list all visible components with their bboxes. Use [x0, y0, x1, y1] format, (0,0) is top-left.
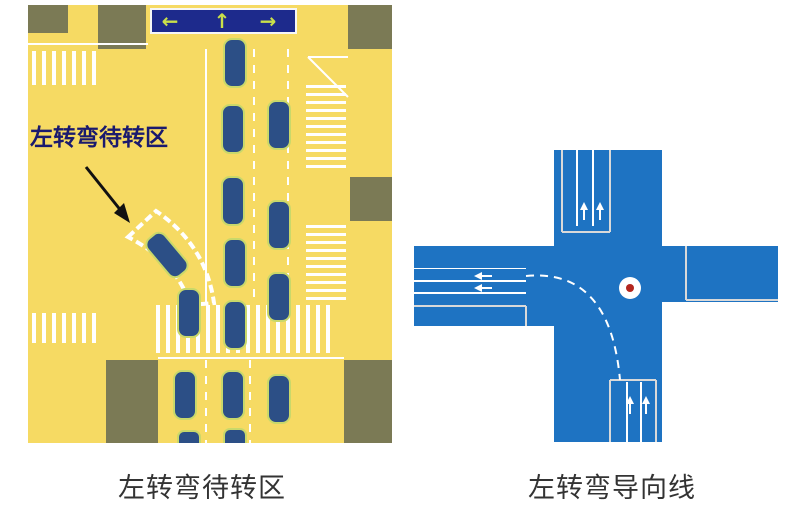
sign-arrow-right: →	[260, 9, 277, 33]
sign-arrow-straight: ↑	[214, 9, 231, 33]
car	[267, 272, 291, 322]
crosswalk-top-left	[28, 43, 148, 85]
lane-markings	[414, 150, 642, 442]
crosswalk-right-top	[306, 85, 346, 168]
sign-arrow-left: ←	[162, 9, 179, 33]
caption-left-turn-waiting-zone: 左转弯待转区	[118, 473, 286, 504]
road-edges	[414, 150, 778, 442]
corner-block-top-left	[28, 5, 68, 33]
left-turn-waiting-zone-diagram: ← ↑ →	[28, 5, 392, 443]
direction-sign: ← ↑ →	[150, 8, 297, 34]
curb-line-top-right	[307, 56, 349, 98]
car	[267, 100, 291, 150]
corner-block-top-mid	[98, 5, 146, 49]
left-turn-guide-line-diagram	[414, 150, 778, 442]
lane-arrows	[474, 202, 650, 414]
car	[223, 428, 247, 443]
car	[173, 370, 197, 420]
center-island-dot	[626, 284, 634, 292]
corner-block-right-mid	[350, 177, 392, 221]
car	[223, 238, 247, 288]
corner-block-bottom-left	[106, 360, 158, 443]
lane-dividers	[205, 49, 289, 443]
car	[267, 200, 291, 250]
car	[223, 38, 247, 88]
caption-left-turn-guide-line: 左转弯导向线	[528, 473, 696, 504]
car	[145, 231, 189, 279]
cars	[145, 38, 291, 443]
corner-block-top-right	[348, 5, 392, 49]
car	[221, 370, 245, 420]
road-surface	[28, 5, 392, 443]
car	[177, 288, 201, 338]
crosswalk-right-bottom	[306, 225, 346, 300]
corner-block-bottom-right	[344, 360, 392, 443]
car	[267, 374, 291, 424]
waiting-zone-callout-label: 左转弯待转区	[30, 125, 168, 151]
left-turn-guide-line	[525, 274, 621, 381]
car	[221, 104, 245, 154]
car	[223, 300, 247, 350]
intersection-road	[414, 150, 778, 442]
callout-arrowhead	[114, 203, 130, 223]
car	[221, 176, 245, 226]
car	[177, 430, 201, 443]
